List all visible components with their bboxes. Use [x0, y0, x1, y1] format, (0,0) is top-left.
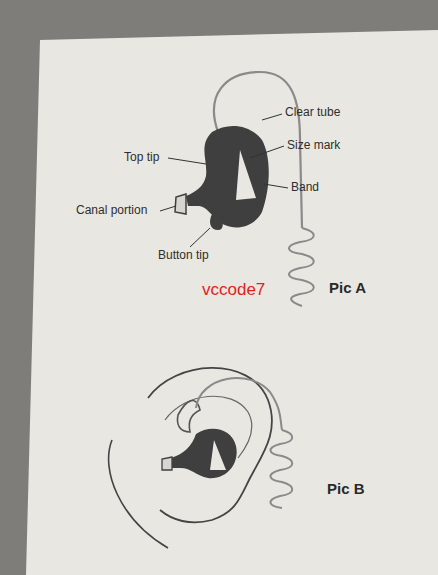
part-label: Band [291, 181, 319, 194]
earpiece-mold [171, 429, 237, 479]
leader-line [262, 114, 282, 120]
band-opening [210, 440, 226, 470]
ear-outline [148, 368, 272, 523]
button-tip [210, 214, 223, 230]
part-label: Top tip [124, 151, 159, 164]
leader-line [264, 184, 288, 188]
coiled-tube [270, 430, 292, 508]
leader-line [190, 228, 210, 247]
earpiece-mold [186, 126, 269, 228]
jaw-line [109, 440, 168, 548]
band-opening [236, 150, 256, 200]
leader-line [250, 146, 284, 158]
figure-label: Pic B [327, 481, 365, 498]
canal-nozzle [175, 194, 186, 214]
part-label: Canal portion [76, 204, 147, 217]
clear-tube [196, 378, 282, 430]
leader-line [160, 206, 176, 211]
canal-nozzle [162, 457, 172, 470]
paper-sheet [26, 30, 438, 575]
watermark: vccode7 [202, 281, 265, 300]
figure-label: Pic A [329, 280, 366, 297]
part-label: Clear tube [285, 106, 340, 119]
leader-line [168, 158, 206, 164]
part-label: Size mark [287, 139, 340, 152]
part-label: Button tip [158, 249, 209, 262]
coiled-tube [289, 228, 314, 306]
